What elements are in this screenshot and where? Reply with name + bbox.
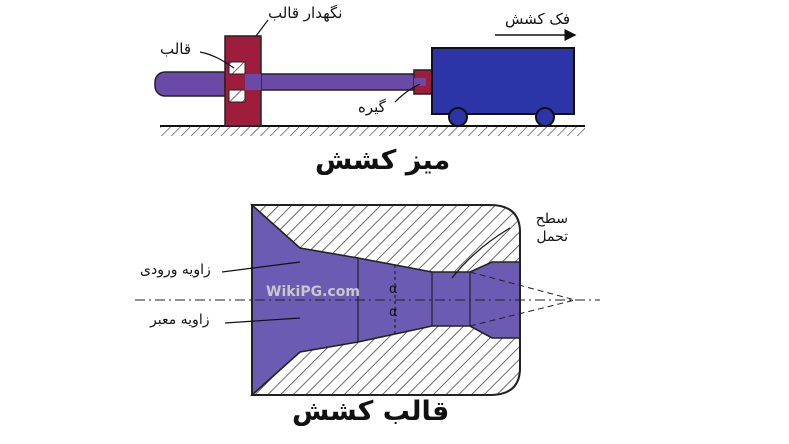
watermark: WikiPG.com [266,284,360,300]
label-gripper: گیره [358,98,386,116]
die-holder [224,35,262,127]
label-die-holder: نگهدار قالب [268,4,343,22]
label-die: قالب [160,40,192,58]
pull-carriage [431,47,575,127]
top-leader-lines [199,19,421,103]
drawn-rod [154,71,421,97]
cone-extension [469,271,576,327]
alpha-upper: α [389,282,398,297]
ground-line [160,125,585,136]
caption-drawing-bench: میز کشش [315,145,451,176]
label-bearing-surface: سطح تحمل [535,211,568,245]
caption-drawing-die: قالب کشش [292,396,450,427]
label-entry-angle: زاویه ورودی [140,262,211,278]
alpha-lower: α [389,305,398,320]
section-lines [357,258,471,342]
label-passage-angle: زاویه معبر [150,312,210,328]
label-pull-carriage: فک کشش [505,10,571,28]
bottom-leader-lines [221,227,511,324]
